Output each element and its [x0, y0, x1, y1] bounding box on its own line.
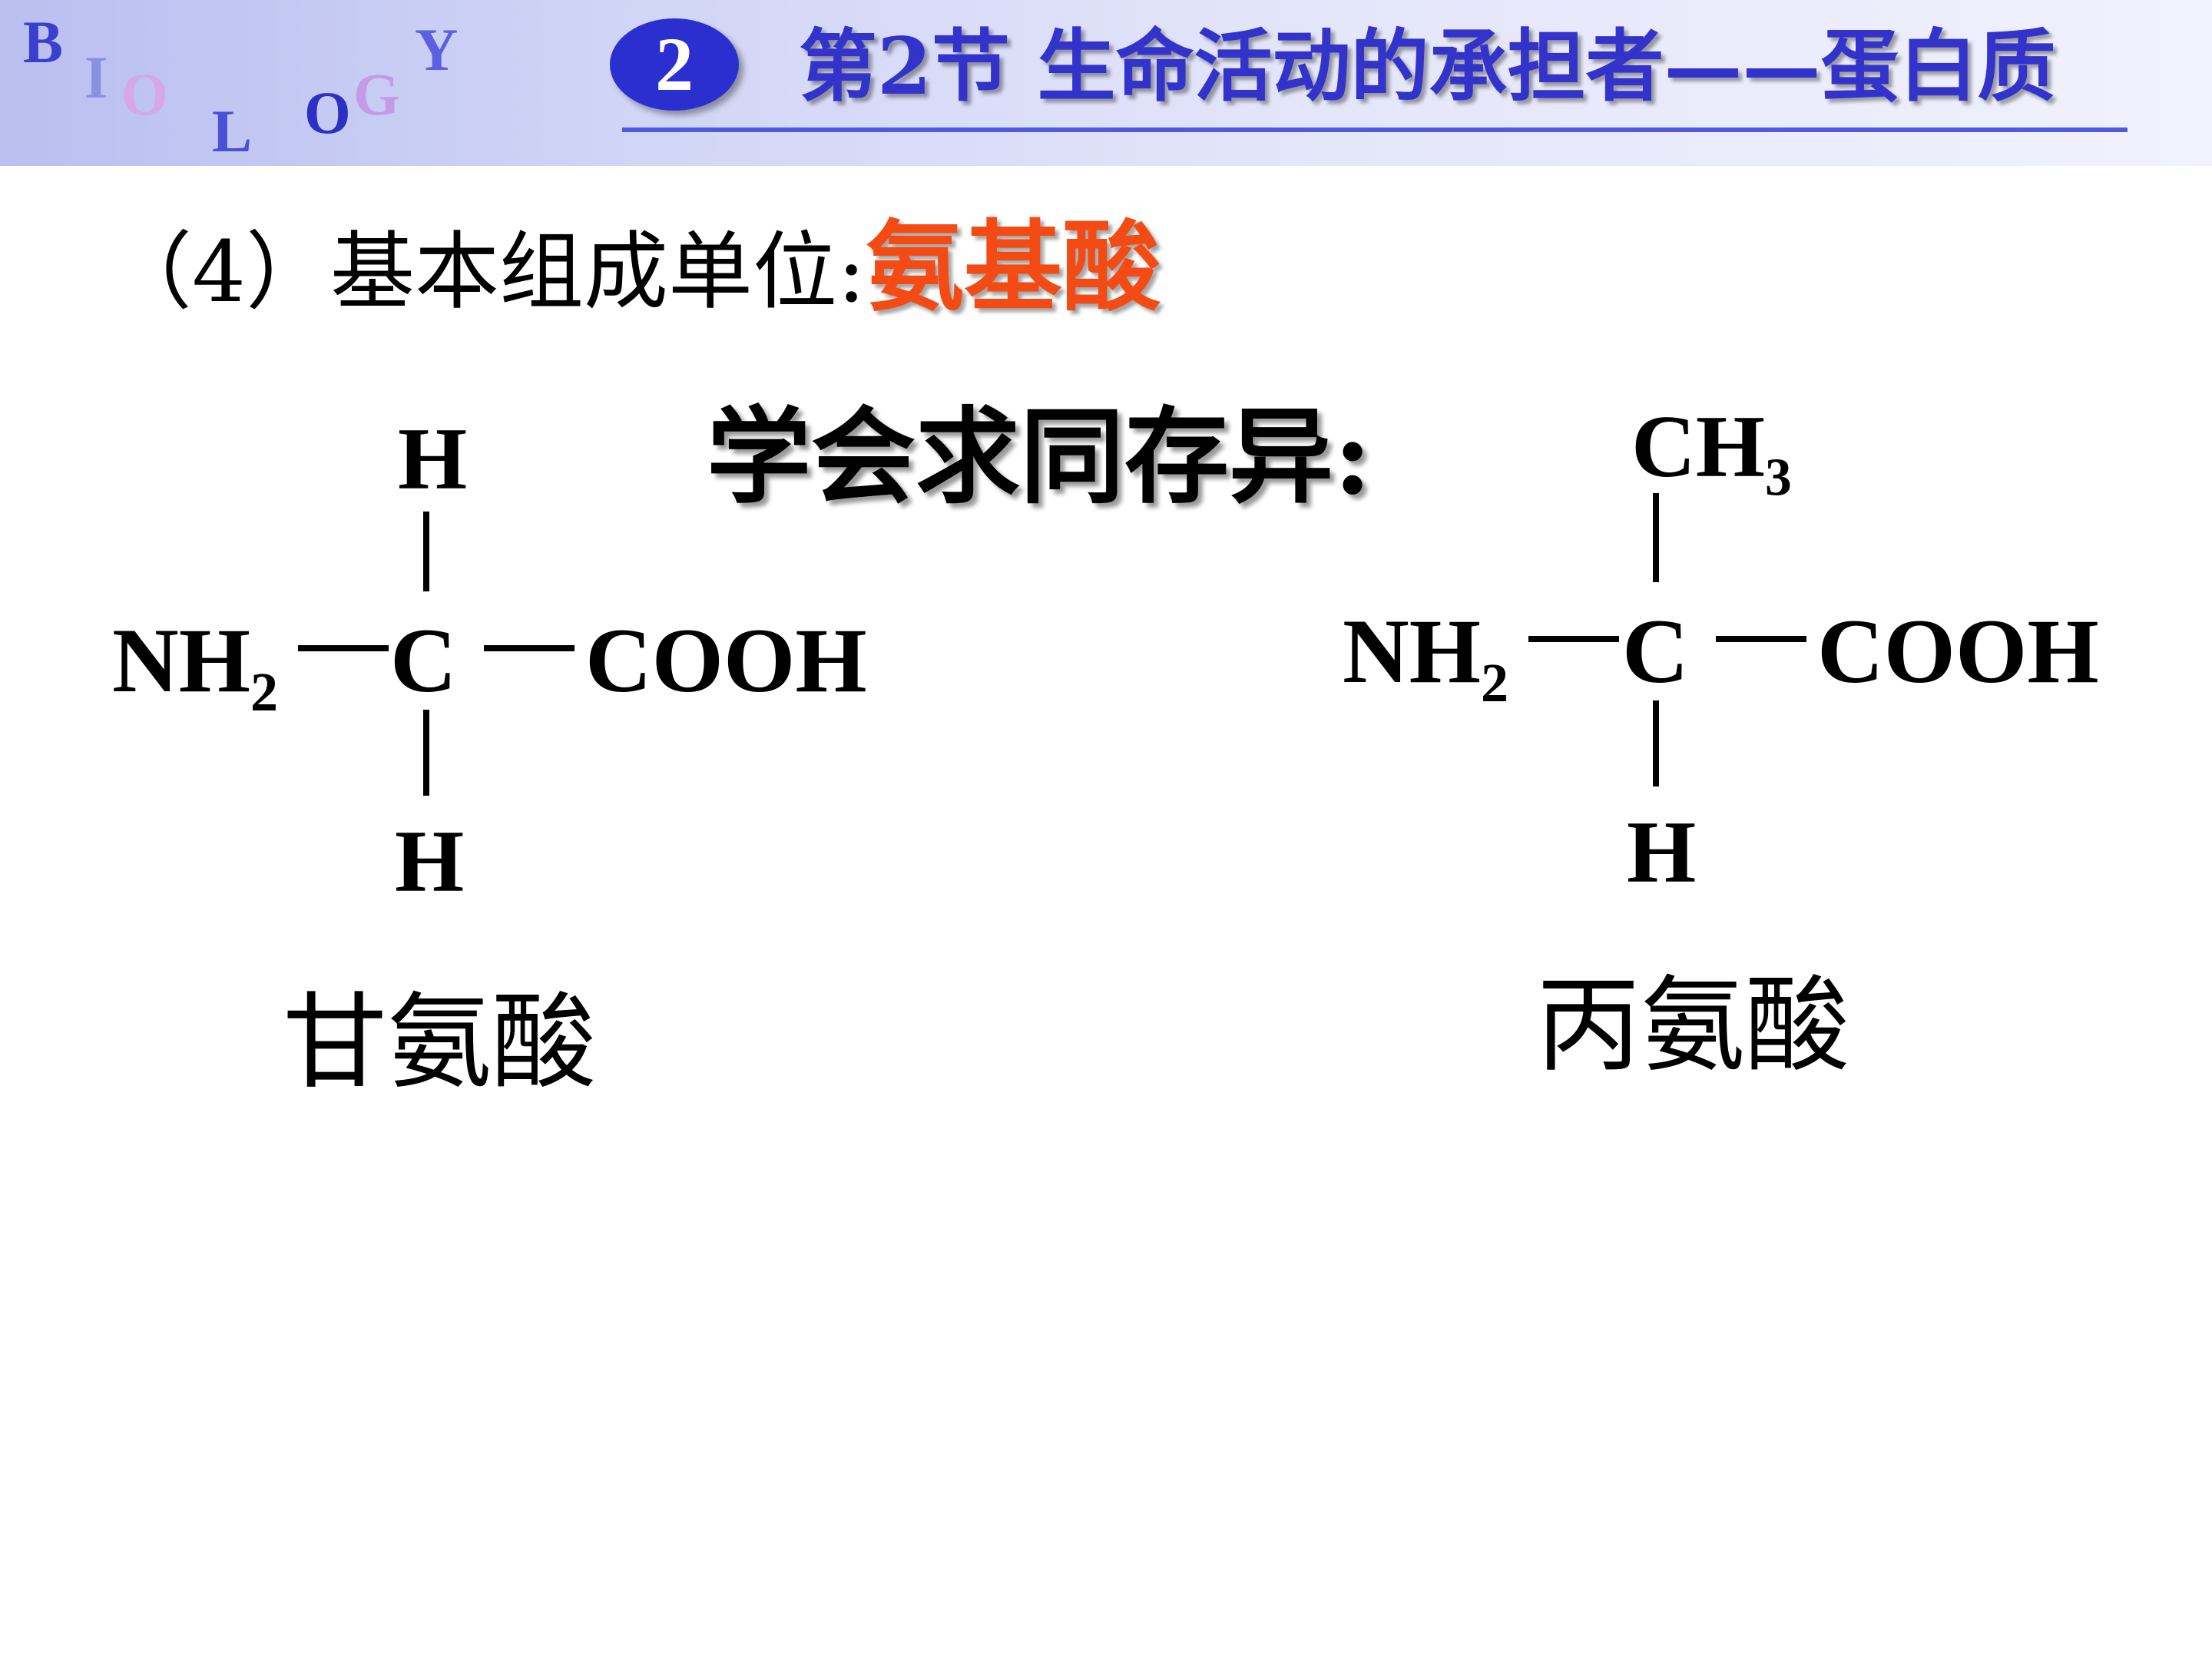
alanine-carboxyl-group: COOH: [1817, 600, 2099, 702]
chapter-badge: 2: [610, 18, 739, 111]
alanine-bond-right: [1716, 636, 1806, 642]
key-term-amino-acid: 氨基酸: [866, 210, 1161, 325]
logo-letter-o2: O: [304, 79, 351, 146]
point-4-line: （4）基本组成单位:氨基酸: [108, 206, 1161, 329]
glycine-bond-top: [423, 512, 429, 591]
alanine-methyl-group: CH3: [1631, 398, 1792, 508]
logo-letter-l: L: [212, 98, 253, 164]
page-title: 第2节 生命活动的承担者——蛋白质: [799, 21, 2056, 113]
logo-letter-b: B: [23, 8, 64, 75]
alanine-name: 丙氨酸: [1536, 965, 1849, 1087]
header-band: B I O L O G Y 2 第2节 生命活动的承担者——蛋白质: [0, 0, 2212, 166]
logo-letter-g: G: [353, 61, 400, 127]
header-divider: [622, 127, 2128, 132]
glycine-bond-left: [298, 645, 389, 651]
glycine-carboxyl-group: COOH: [585, 609, 867, 711]
glycine-bond-right: [484, 645, 575, 651]
alanine-bond-top: [1653, 493, 1659, 582]
glycine-amino-group: NH2: [112, 609, 278, 724]
logo-letter-o: O: [121, 61, 168, 127]
glycine-top-h: H: [398, 410, 468, 508]
alanine-central-carbon: C: [1622, 600, 1689, 702]
alanine-bond-bottom: [1653, 700, 1659, 786]
alanine-bond-left: [1528, 636, 1619, 642]
glycine-bond-bottom: [423, 710, 429, 796]
point-4-label: （4）基本组成单位:: [108, 223, 866, 321]
glycine-central-carbon: C: [390, 609, 457, 711]
alanine-amino-group: NH2: [1343, 600, 1508, 714]
glycine-name: 甘氨酸: [283, 982, 596, 1104]
compare-tip: 学会求同存异:: [707, 396, 1373, 518]
logo-letter-i: I: [84, 44, 108, 111]
glycine-bottom-h: H: [395, 813, 465, 911]
logo-letter-y: Y: [415, 16, 459, 83]
alanine-bottom-h: H: [1627, 803, 1697, 902]
